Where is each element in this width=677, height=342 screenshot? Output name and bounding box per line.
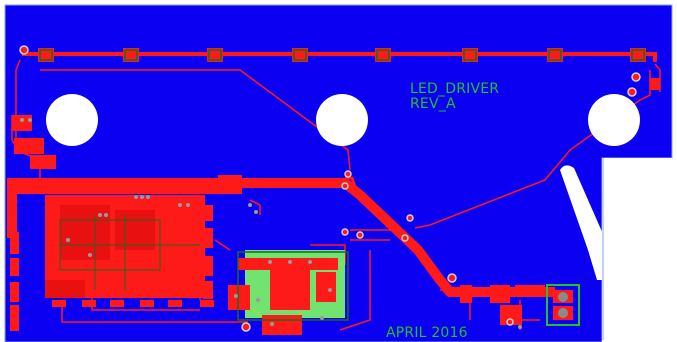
board-label: LED_DRIVER — [410, 81, 500, 97]
led-pads — [38, 48, 646, 62]
via-icon — [344, 170, 352, 178]
vias — [19, 45, 641, 332]
led-pad-3 — [207, 48, 223, 62]
via-icon — [341, 182, 349, 190]
board-date: APRIL 2016 — [386, 325, 468, 341]
led-pad-7 — [547, 48, 563, 62]
circle-hole-icon — [588, 94, 640, 146]
led-pad-1 — [38, 48, 54, 62]
board-notch — [602, 158, 672, 342]
pad-array — [10, 175, 242, 331]
circle-hole-icon — [316, 94, 368, 146]
via-icon — [241, 322, 251, 332]
led-pad-4 — [292, 48, 308, 62]
via-icon — [356, 231, 364, 239]
via-icon — [341, 228, 349, 236]
board-revision: REV_A — [410, 96, 456, 112]
connector-area — [460, 78, 660, 326]
circle-hole-icon — [46, 94, 98, 146]
led-pad-2 — [123, 48, 139, 62]
led-pad-6 — [462, 48, 478, 62]
led-pad-5 — [375, 48, 391, 62]
connector-icon — [546, 284, 580, 326]
mounting-holes — [46, 94, 640, 146]
board-slot — [560, 165, 603, 280]
via-icon — [631, 72, 641, 82]
micro-vias — [20, 118, 522, 329]
via-icon — [406, 214, 414, 222]
via-icon — [401, 234, 409, 242]
led-pad-8 — [630, 48, 646, 62]
via-icon — [447, 273, 457, 283]
via-icon — [627, 87, 637, 97]
via-icon — [506, 318, 514, 326]
ic-courtyard — [228, 250, 349, 335]
via-icon — [19, 45, 29, 55]
